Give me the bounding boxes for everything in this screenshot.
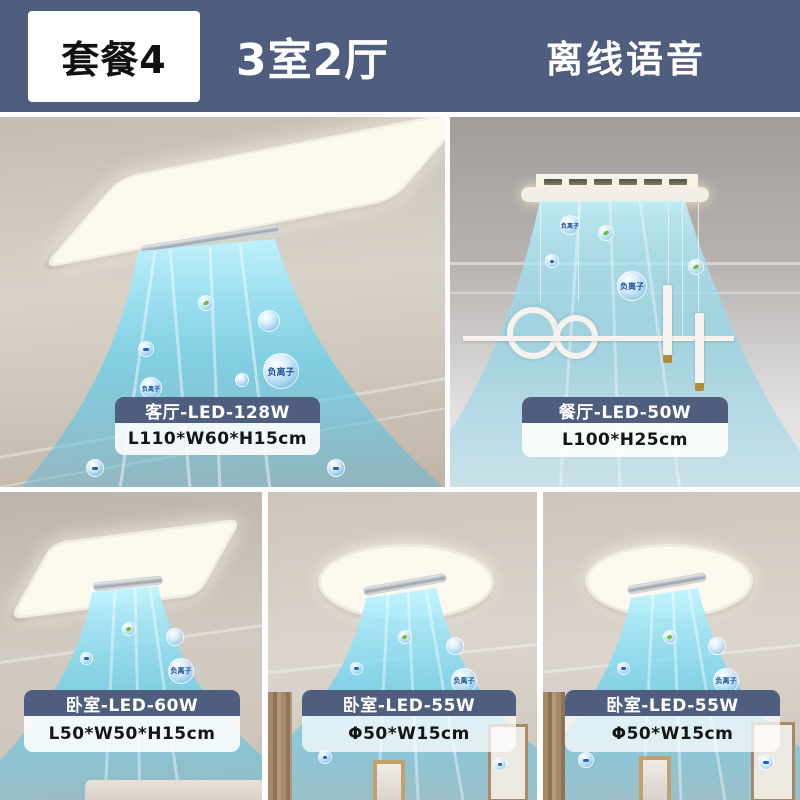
negative-ion-bubble-icon: 负离子: [168, 658, 194, 684]
header-banner: 套餐4 3室2厅 离线语音: [0, 0, 800, 112]
spec-label: 卧室-LED-55W Φ50*W15cm: [302, 690, 516, 752]
bubble-icon: [258, 310, 280, 332]
leaf-bubble-icon: [122, 622, 136, 636]
bubble-icon: [166, 628, 184, 646]
spec-label: 客厅-LED-128W L110*W60*H15cm: [115, 397, 320, 455]
curtain: [268, 692, 292, 800]
sofa: [85, 780, 262, 800]
suspension-wire: [698, 202, 699, 312]
bubble-icon: [235, 373, 249, 387]
minus-ion-bubble-icon: [578, 752, 594, 768]
product-panel-bedroom-2: 负离子 卧室-LED-55W Φ50*W15cm: [268, 492, 537, 800]
minus-ion-bubble-icon: [617, 662, 630, 675]
minus-ion-bubble-icon: [138, 341, 154, 357]
product-panel-dining-room: 负离子 负离子 餐厅-LED-50W L100*H25cm: [450, 117, 800, 487]
pendant-tube-tip: [695, 383, 704, 391]
pendant-tube-tip: [663, 355, 672, 363]
negative-ion-bubble-icon: 负离子: [560, 215, 580, 235]
suspension-wire: [540, 202, 541, 302]
rooms-label: 3室2厅: [236, 35, 390, 86]
leaf-bubble-icon: [688, 259, 704, 275]
spec-title: 卧室-LED-55W: [302, 690, 516, 716]
leaf-bubble-icon: [663, 630, 677, 644]
minus-ion-bubble-icon: [80, 652, 93, 665]
fan-grille: [536, 174, 698, 190]
product-panel-living-room: 负离子 负离子 客厅-LED-128W L110*W60*H15cm: [0, 117, 445, 487]
leaf-bubble-icon: [398, 630, 412, 644]
mirror: [373, 760, 405, 800]
minus-ion-bubble-icon: [318, 750, 332, 764]
minus-ion-bubble-icon: [545, 254, 559, 268]
minus-ion-bubble-icon: [327, 459, 345, 477]
feature-label: 离线语音: [546, 38, 706, 81]
pendant-tube: [663, 285, 672, 355]
pendant-crossbar: [463, 336, 734, 341]
spec-title: 客厅-LED-128W: [115, 397, 320, 423]
minus-ion-bubble-icon: [86, 459, 104, 477]
minus-ion-bubble-icon: [493, 757, 507, 771]
leaf-bubble-icon: [198, 295, 214, 311]
package-badge: 套餐4: [28, 11, 200, 102]
product-panel-bedroom-3: 负离子 卧室-LED-55W Φ50*W15cm: [543, 492, 800, 800]
spec-title: 卧室-LED-55W: [565, 690, 780, 716]
spec-dimensions: L50*W50*H15cm: [24, 716, 240, 752]
negative-ion-bubble-icon: 负离子: [263, 353, 299, 389]
minus-ion-bubble-icon: [758, 754, 774, 770]
suspension-wire: [578, 202, 579, 302]
bubble-icon: [446, 637, 464, 655]
spec-label: 卧室-LED-55W Φ50*W15cm: [565, 690, 780, 752]
negative-ion-bubble-icon: 负离子: [140, 377, 162, 399]
bubble-icon: [708, 637, 726, 655]
minus-ion-bubble-icon: [350, 662, 363, 675]
leaf-bubble-icon: [598, 225, 614, 241]
linear-ceiling-fan-lamp: [521, 187, 709, 202]
suspension-wire: [682, 202, 683, 337]
spec-dimensions: Φ50*W15cm: [565, 716, 780, 752]
pendant-ring: [507, 307, 559, 359]
negative-ion-bubble-icon: 负离子: [713, 668, 739, 694]
package-label: 套餐4: [61, 38, 167, 82]
spec-dimensions: Φ50*W15cm: [302, 716, 516, 752]
negative-ion-bubble-icon: 负离子: [617, 271, 647, 301]
spec-dimensions: L100*H25cm: [522, 423, 728, 457]
spec-title: 卧室-LED-60W: [24, 690, 240, 716]
suspension-wire: [668, 202, 669, 292]
curtain: [543, 692, 565, 800]
spec-dimensions: L110*W60*H15cm: [115, 423, 320, 455]
product-panel-bedroom-1: 负离子 卧室-LED-60W L50*W50*H15cm: [0, 492, 262, 800]
spec-label: 餐厅-LED-50W L100*H25cm: [522, 397, 728, 457]
mirror: [639, 756, 671, 800]
spec-title: 餐厅-LED-50W: [522, 397, 728, 423]
pendant-tube: [695, 313, 704, 385]
spec-label: 卧室-LED-60W L50*W50*H15cm: [24, 690, 240, 752]
